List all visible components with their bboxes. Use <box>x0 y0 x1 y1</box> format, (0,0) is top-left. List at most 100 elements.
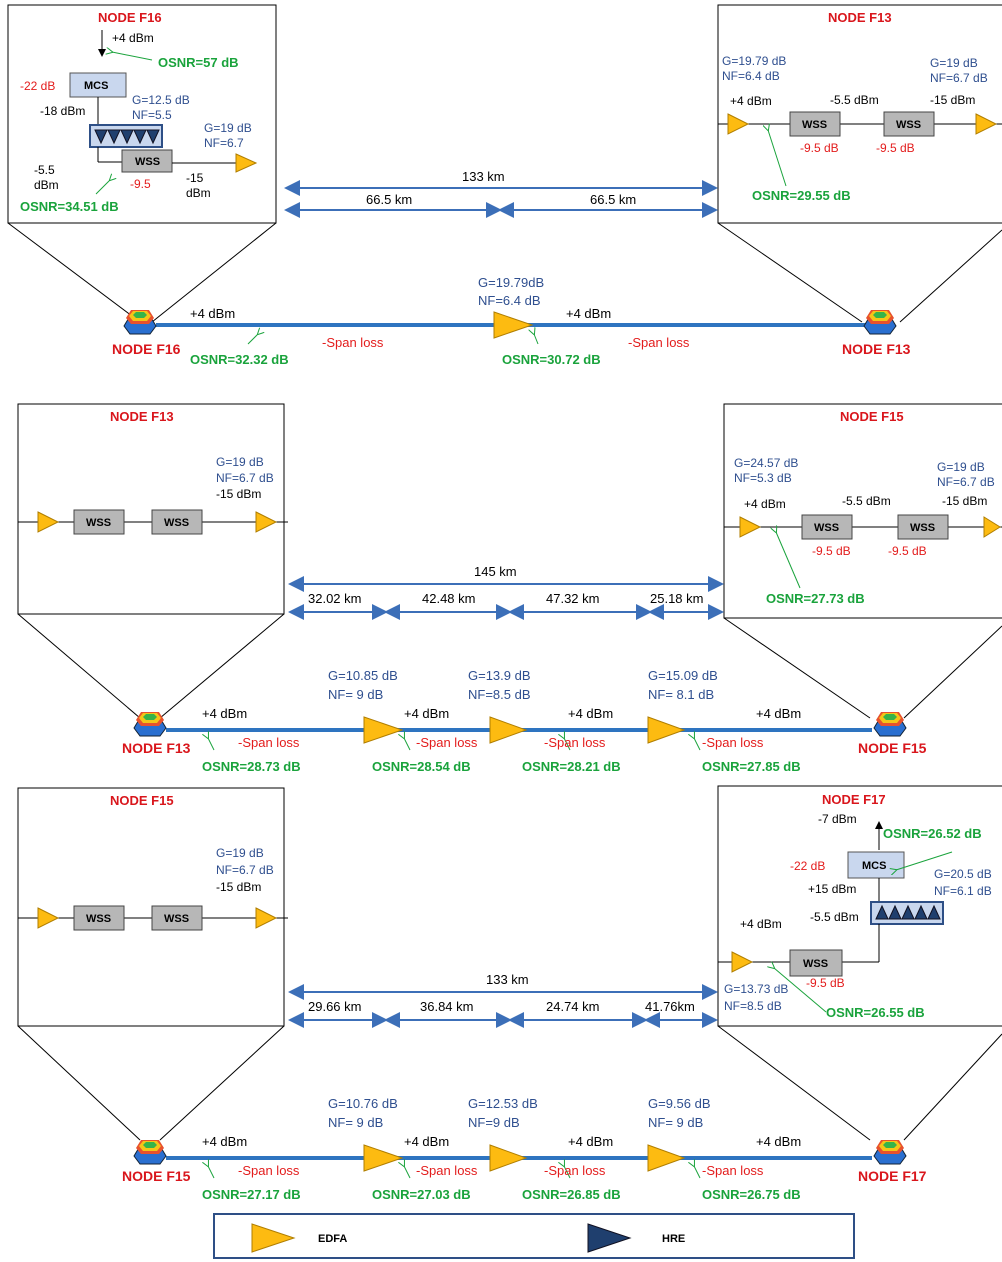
wss-label: WSS <box>135 156 160 168</box>
osnr-label: OSNR=32.32 dB <box>190 352 289 367</box>
node-f17-detail-box <box>717 785 1002 1027</box>
osnr-label: OSNR=57 dB <box>158 55 239 70</box>
edfa-icon <box>489 716 528 744</box>
node-label: NODE F13 <box>842 341 911 357</box>
amp-array-icons <box>94 129 160 145</box>
section-2: NODE F13 WSS WSS G=19 dB NF=6.7 dB -15 d… <box>17 403 1002 774</box>
node-title: NODE F13 <box>110 409 174 424</box>
preamp-gain: G=19.79 dB <box>722 54 786 68</box>
amp-gain: G=10.76 dB <box>328 1096 398 1111</box>
amp-gain: G=15.09 dB <box>648 668 718 683</box>
amp-nf: NF=6.4 dB <box>478 293 541 308</box>
span-loss: -Span loss <box>416 1163 478 1178</box>
wss-label: WSS <box>814 522 839 534</box>
drop-power: -7 dBm <box>818 812 857 826</box>
edfa-icon <box>489 1144 528 1172</box>
wss-box <box>789 111 841 137</box>
edfa-icon <box>37 511 60 533</box>
preamp-power: +4 dBm <box>740 917 782 931</box>
span-loss: -Span loss <box>544 735 606 750</box>
mcs-label: MCS <box>84 80 108 92</box>
booster-nf: NF=6.7 dB <box>937 475 995 489</box>
booster-nf: NF=6.7 dB <box>930 71 988 85</box>
preamp-gain: G=13.73 dB <box>724 982 788 996</box>
edfa-icon <box>983 516 1001 538</box>
edfa-icon <box>731 951 754 973</box>
mcs-loss: -22 dB <box>20 79 55 93</box>
amp-gain: G=12.5 dB <box>132 93 190 107</box>
wss-box <box>883 111 935 137</box>
amp-gain: G=13.9 dB <box>468 668 531 683</box>
edfa-icon <box>647 716 686 744</box>
legend: EDFA HRE <box>213 1213 855 1259</box>
edfa-icon <box>975 113 998 135</box>
wss-box <box>121 149 173 173</box>
router-icon <box>133 711 167 737</box>
node-f15-detail-box <box>723 403 1002 619</box>
wss-label: WSS <box>896 119 921 131</box>
wss-input-power: -5.5 <box>34 163 55 177</box>
amp-gain: G=10.85 dB <box>328 668 398 683</box>
span-distance: 25.18 km <box>650 591 703 606</box>
node-title: NODE F15 <box>110 793 174 808</box>
span-loss: -Span loss <box>238 1163 300 1178</box>
hre-icon <box>587 1223 632 1253</box>
wss-box <box>897 514 949 540</box>
edfa-icon <box>493 311 534 339</box>
osnr-label: OSNR=26.85 dB <box>522 1187 621 1202</box>
node-label: NODE F16 <box>112 341 181 357</box>
edfa-gain: G=19 dB <box>204 121 252 135</box>
mcs-box <box>69 72 127 98</box>
amp-gain: G=20.5 dB <box>934 867 992 881</box>
output-power: -15 dBm <box>216 487 261 501</box>
node-f16-detail-box <box>7 4 277 224</box>
wss-loss: -9.5 dB <box>806 976 845 990</box>
wss-loss: -9.5 dB <box>812 544 851 558</box>
amp-nf: NF= 9 dB <box>328 687 383 702</box>
booster-nf: NF=6.7 dB <box>216 471 274 485</box>
osnr-label: OSNR=26.75 dB <box>702 1187 801 1202</box>
amp-output-power: +4 dBm <box>404 706 449 721</box>
node-label: NODE F15 <box>858 740 927 756</box>
node-title: NODE F15 <box>840 409 904 424</box>
amp-output-power: +4 dBm <box>568 706 613 721</box>
amp-array-icons <box>875 904 941 920</box>
power-after-mcs: -18 dBm <box>40 104 85 118</box>
amp-nf: NF=8.5 dB <box>468 687 531 702</box>
osnr-label: OSNR=26.52 dB <box>883 826 982 841</box>
wss-loss: -9.5 dB <box>800 141 839 155</box>
wss-box <box>801 514 853 540</box>
osnr-label: OSNR=27.85 dB <box>702 759 801 774</box>
node-title: NODE F16 <box>98 10 162 25</box>
edfa-icon <box>363 716 404 744</box>
wss-box <box>73 905 125 931</box>
input-power: +4 dBm <box>112 31 154 45</box>
router-icon <box>133 1139 167 1165</box>
amp-output-power: +4 dBm <box>568 1134 613 1149</box>
node-f13-detail-box <box>17 403 285 615</box>
node-title: NODE F17 <box>822 792 886 807</box>
wss-loss: -9.5 dB <box>876 141 915 155</box>
span-loss: -Span loss <box>702 735 764 750</box>
edfa-nf: NF=6.7 <box>204 136 244 150</box>
osnr-label: OSNR=30.72 dB <box>502 352 601 367</box>
output-unit: dBm <box>186 186 211 200</box>
legend-box <box>213 1213 855 1259</box>
span-loss: -Span loss <box>702 1163 764 1178</box>
span-loss: -Span loss <box>416 735 478 750</box>
edfa-icon <box>37 907 60 929</box>
span-distance: 66.5 km <box>590 192 636 207</box>
span-distance: 47.32 km <box>546 591 599 606</box>
span-distance: 41.76km <box>645 999 695 1014</box>
osnr-label: OSNR=27.03 dB <box>372 1187 471 1202</box>
wss-box <box>73 509 125 535</box>
router-icon <box>873 1139 907 1165</box>
node-f13-detail-box <box>717 4 1002 224</box>
total-distance: 133 km <box>462 169 505 184</box>
edfa-icon <box>647 1144 686 1172</box>
amp-output-power: +4 dBm <box>756 1134 801 1149</box>
preamp-power: +4 dBm <box>730 94 772 108</box>
amp-output-power: +4 dBm <box>404 1134 449 1149</box>
span-loss: -Span loss <box>544 1163 606 1178</box>
